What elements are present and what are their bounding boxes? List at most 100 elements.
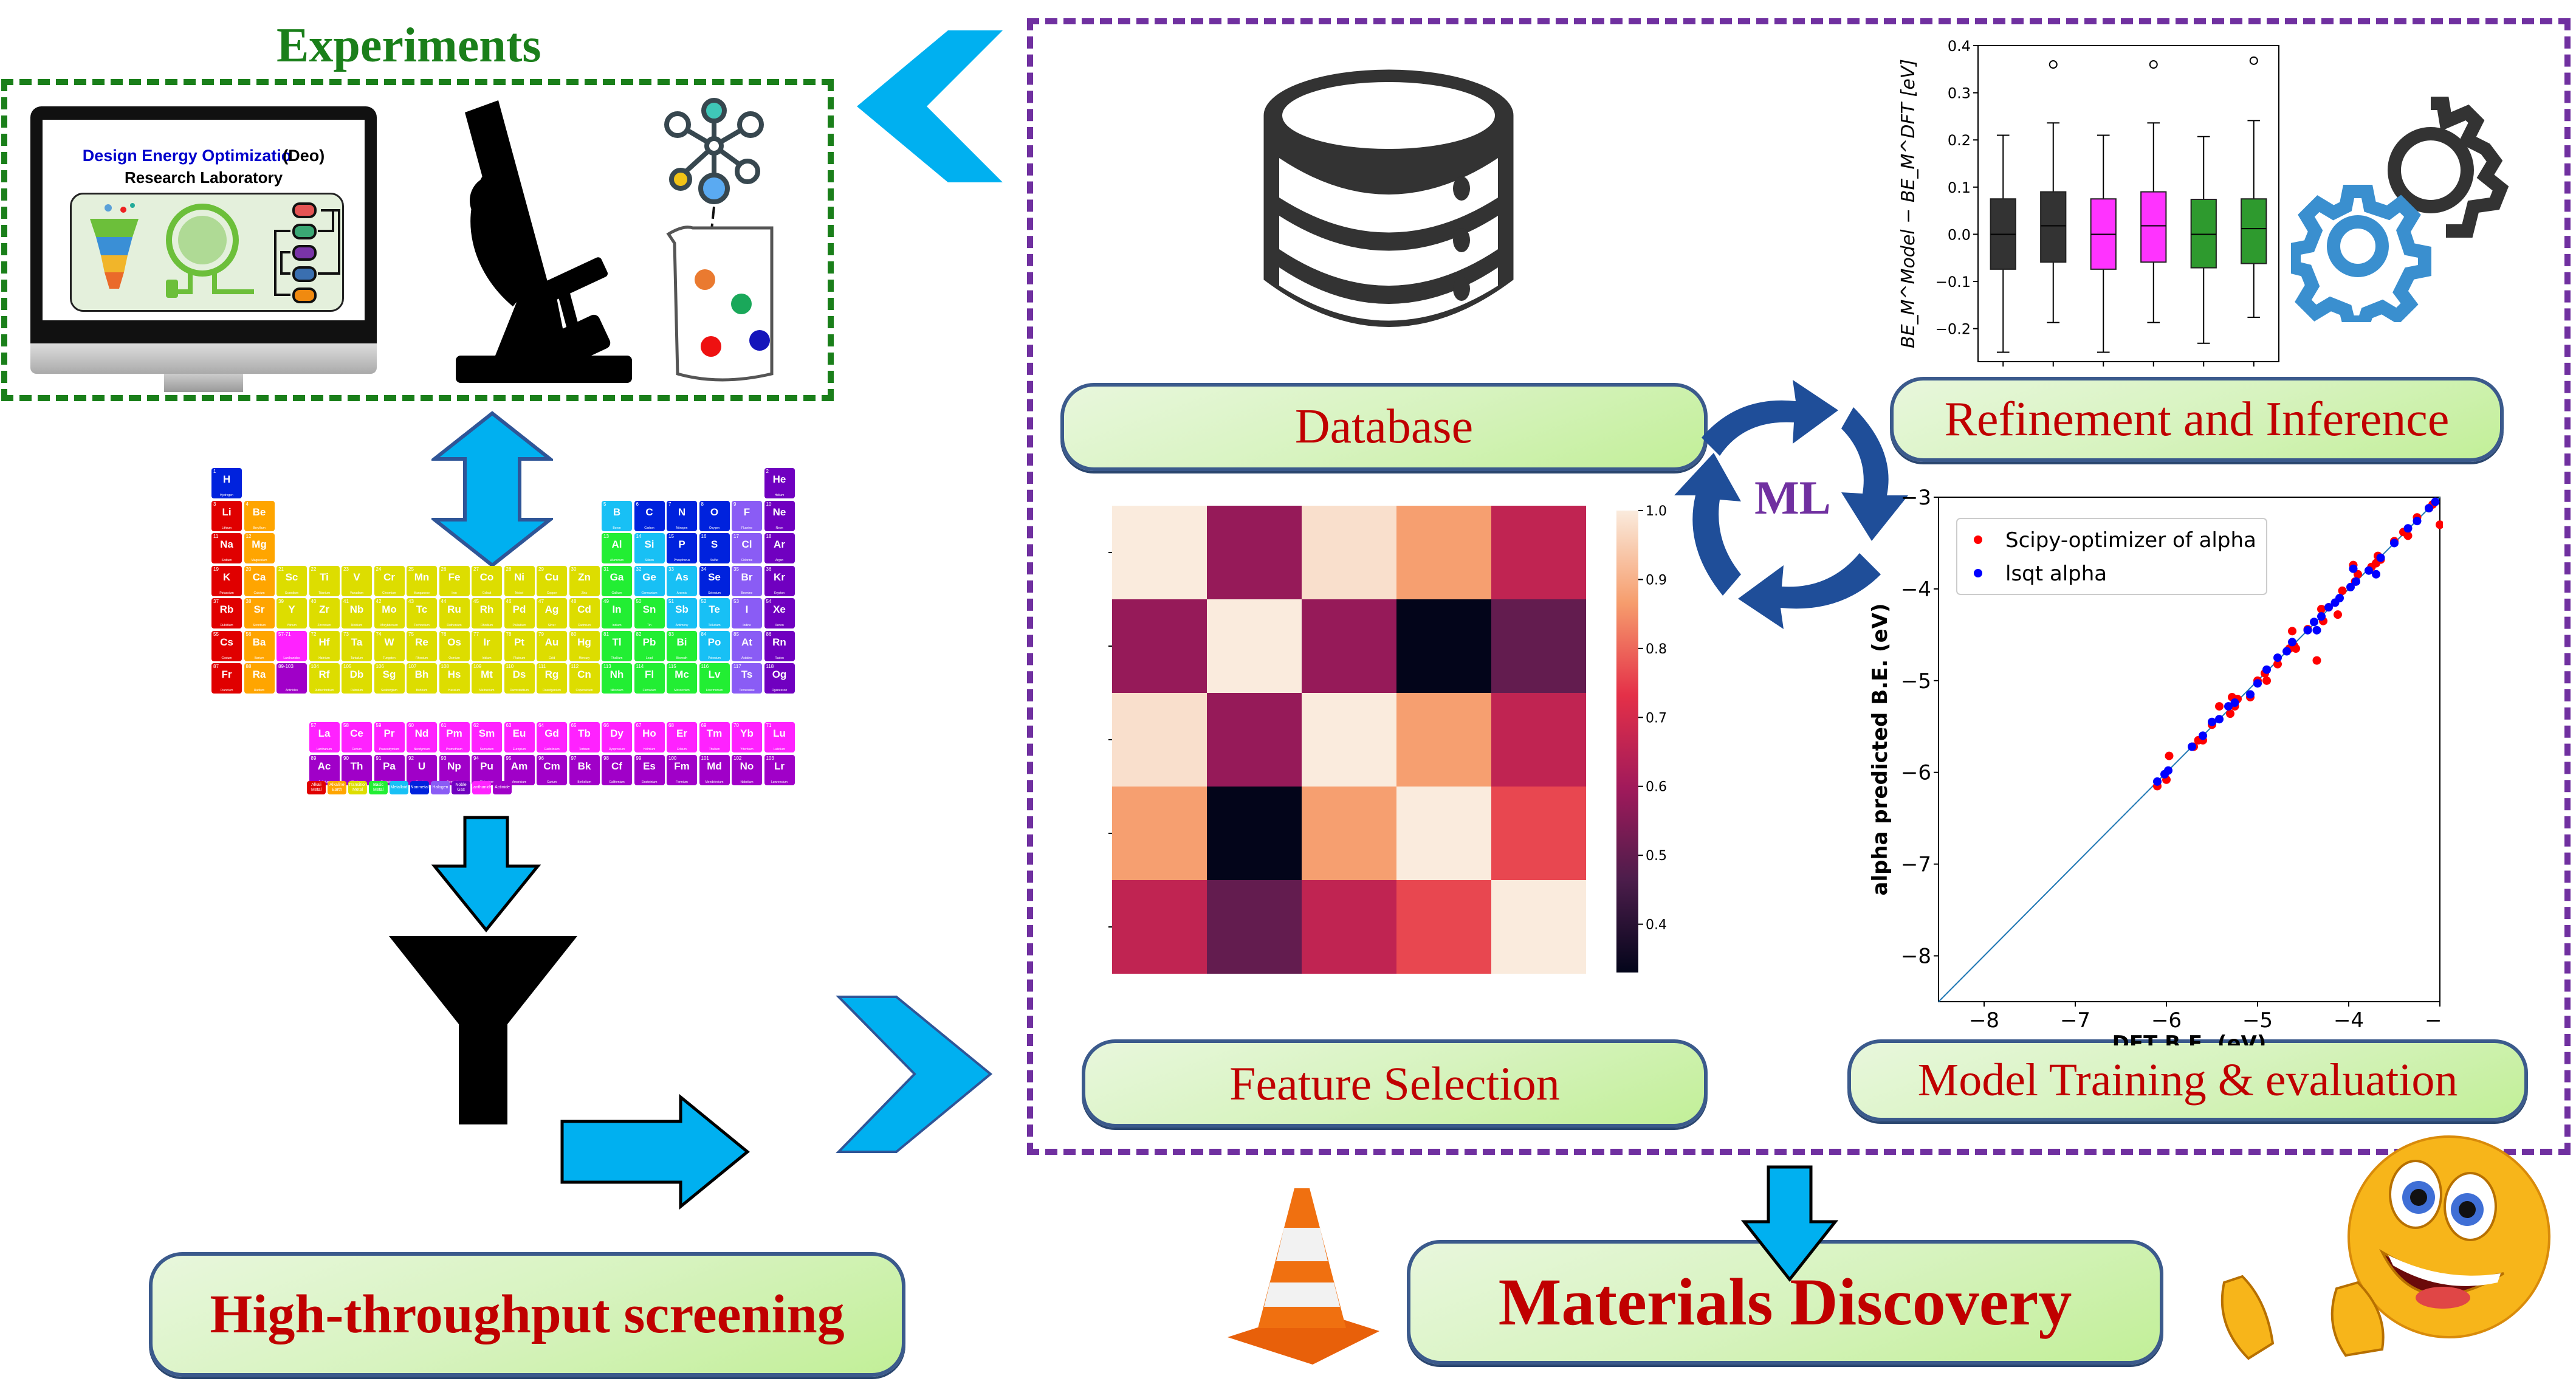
element-name: Promethium [446, 748, 462, 751]
element-name: Zirconium [317, 624, 331, 627]
element-symbol: Yb [740, 728, 754, 739]
ml-arrow-bottom [1738, 553, 1881, 629]
element-name: Cadmium [577, 624, 591, 627]
element-number: 112 [571, 664, 579, 669]
element-name: Iron [452, 591, 457, 595]
element-number: 56 [246, 631, 252, 637]
element-name: Calcium [253, 591, 265, 595]
scatter-point [2312, 656, 2321, 665]
element-number: 33 [668, 566, 674, 572]
element-name: Bromine [741, 591, 753, 595]
element-number: 60 [408, 723, 414, 728]
element-symbol: U [417, 760, 426, 772]
element-name: Fermium [676, 780, 688, 784]
element-number: 11 [213, 534, 219, 539]
database-icon [1263, 69, 1514, 327]
element-symbol: Nh [610, 669, 624, 680]
colorbar [1616, 511, 1638, 973]
element-name: Osmium [448, 656, 460, 660]
element-name: Radium [253, 689, 265, 692]
element-name: Niobium [351, 624, 363, 627]
outlier-point [2049, 60, 2058, 69]
element-tile: 89AcActinium [309, 754, 340, 785]
element-name: Iodine [743, 624, 751, 627]
scatter-point [2310, 618, 2318, 627]
element-name: Ytterbium [740, 748, 754, 751]
element-symbol: Cd [577, 604, 591, 615]
heatmap-cell [1207, 880, 1302, 974]
element-name: Iridium [482, 656, 492, 660]
funnel-icon [389, 936, 577, 1124]
monitor-stand [164, 374, 243, 392]
element-number: 18 [766, 534, 772, 539]
element-number: 25 [408, 566, 414, 572]
scatter-point [2215, 702, 2224, 711]
element-symbol: F [743, 506, 750, 518]
element-symbol: Bh [414, 669, 429, 680]
lab-logo-panel [70, 193, 344, 312]
ml-label: ML [1754, 471, 1831, 524]
element-name: Chlorine [741, 559, 753, 562]
legend-label: lsqt alpha [2005, 562, 2107, 586]
x-tick-label: −6 [2151, 1008, 2182, 1033]
element-symbol: Ds [512, 669, 526, 680]
heatmap-cell [1112, 787, 1207, 880]
element-number: 51 [668, 599, 674, 604]
element-symbol: Cr [383, 571, 395, 583]
element-number: 99 [636, 755, 642, 761]
element-number: 49 [603, 599, 609, 604]
scatter-point [2215, 715, 2224, 724]
heatmap-cell [1207, 787, 1302, 880]
element-name: Neon [775, 526, 783, 530]
element-symbol: Es [643, 760, 656, 772]
model-training-label-text: Model Training & evaluation [1917, 1055, 2458, 1106]
element-name: Tellurium [708, 624, 721, 627]
scatter-point [2390, 539, 2399, 548]
element-number: 117 [733, 664, 741, 669]
heatmap-cell [1112, 880, 1207, 974]
element-number: 19 [213, 566, 219, 572]
legend-swatch: Noble Gas [452, 781, 470, 794]
element-number: 108 [441, 664, 449, 669]
element-number: 81 [603, 631, 609, 637]
element-number: 9 [733, 501, 737, 507]
scatter-point [2273, 659, 2282, 669]
element-number: 26 [441, 566, 447, 572]
element-symbol: Eu [512, 728, 526, 739]
element-symbol: Al [611, 539, 622, 550]
element-symbol: Pa [383, 760, 396, 772]
element-symbol: Se [708, 571, 721, 583]
element-symbol: Ca [252, 571, 266, 583]
element-name: Thallium [611, 656, 623, 660]
scatter-point [2230, 698, 2239, 707]
y-tick-label: −8 [1901, 945, 1931, 969]
element-number: 17 [733, 534, 739, 539]
element-name: Bismuth [676, 656, 688, 660]
ml-arrow-left [1674, 453, 1741, 596]
element-name: Radon [775, 656, 784, 660]
element-number: 71 [766, 723, 772, 728]
element-symbol: Mt [481, 669, 493, 680]
scatter-point [2246, 690, 2255, 699]
element-name: Germanium [641, 591, 658, 595]
heatmap-chart: 0.40.50.60.70.80.91.0 [1108, 504, 1667, 974]
legend-swatch: Lanthanide [471, 781, 492, 794]
element-symbol: O [710, 506, 719, 518]
